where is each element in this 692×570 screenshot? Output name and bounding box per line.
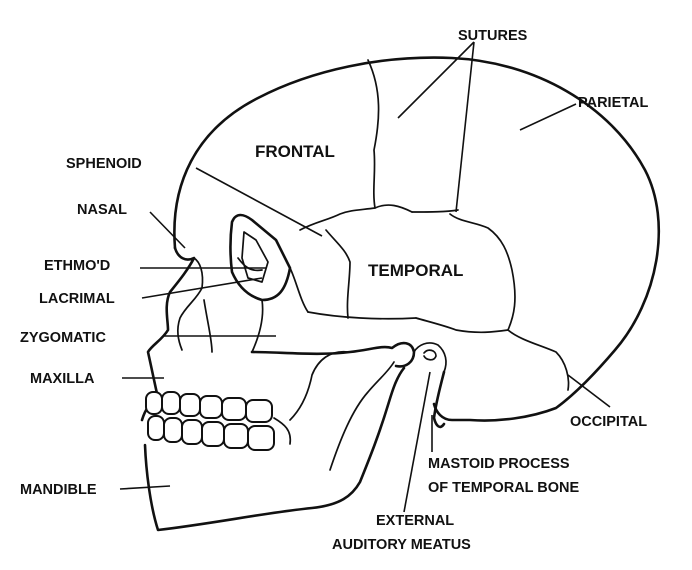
label-zygomatic: ZYGOMATIC: [20, 330, 106, 346]
label-sutures: SUTURES: [458, 28, 528, 44]
label-mastoid-line2: OF TEMPORAL BONE: [428, 480, 580, 496]
label-mandible: MANDIBLE: [20, 482, 97, 498]
upper-teeth: [145, 391, 273, 423]
label-parietal: PARIETAL: [578, 95, 648, 111]
leader-lines: [119, 41, 611, 513]
labels: SUTURES PARIETAL FRONTAL SPHENOID NASAL …: [20, 28, 648, 553]
label-temporal: TEMPORAL: [368, 261, 463, 280]
label-sphenoid: SPHENOID: [66, 156, 142, 172]
label-maxilla: MAXILLA: [30, 371, 95, 387]
label-ethmoid: ETHMO'D: [44, 258, 110, 274]
label-mastoid-line1: MASTOID PROCESS: [428, 456, 570, 472]
label-nasal: NASAL: [77, 202, 127, 218]
label-lacrimal: LACRIMAL: [39, 291, 115, 307]
label-external-line2: AUDITORY MEATUS: [332, 537, 471, 553]
label-external-line1: EXTERNAL: [376, 513, 454, 529]
label-occipital: OCCIPITAL: [570, 414, 647, 430]
lower-teeth: [147, 415, 275, 451]
skull-drawing: [140, 56, 661, 532]
label-frontal: FRONTAL: [255, 142, 335, 161]
